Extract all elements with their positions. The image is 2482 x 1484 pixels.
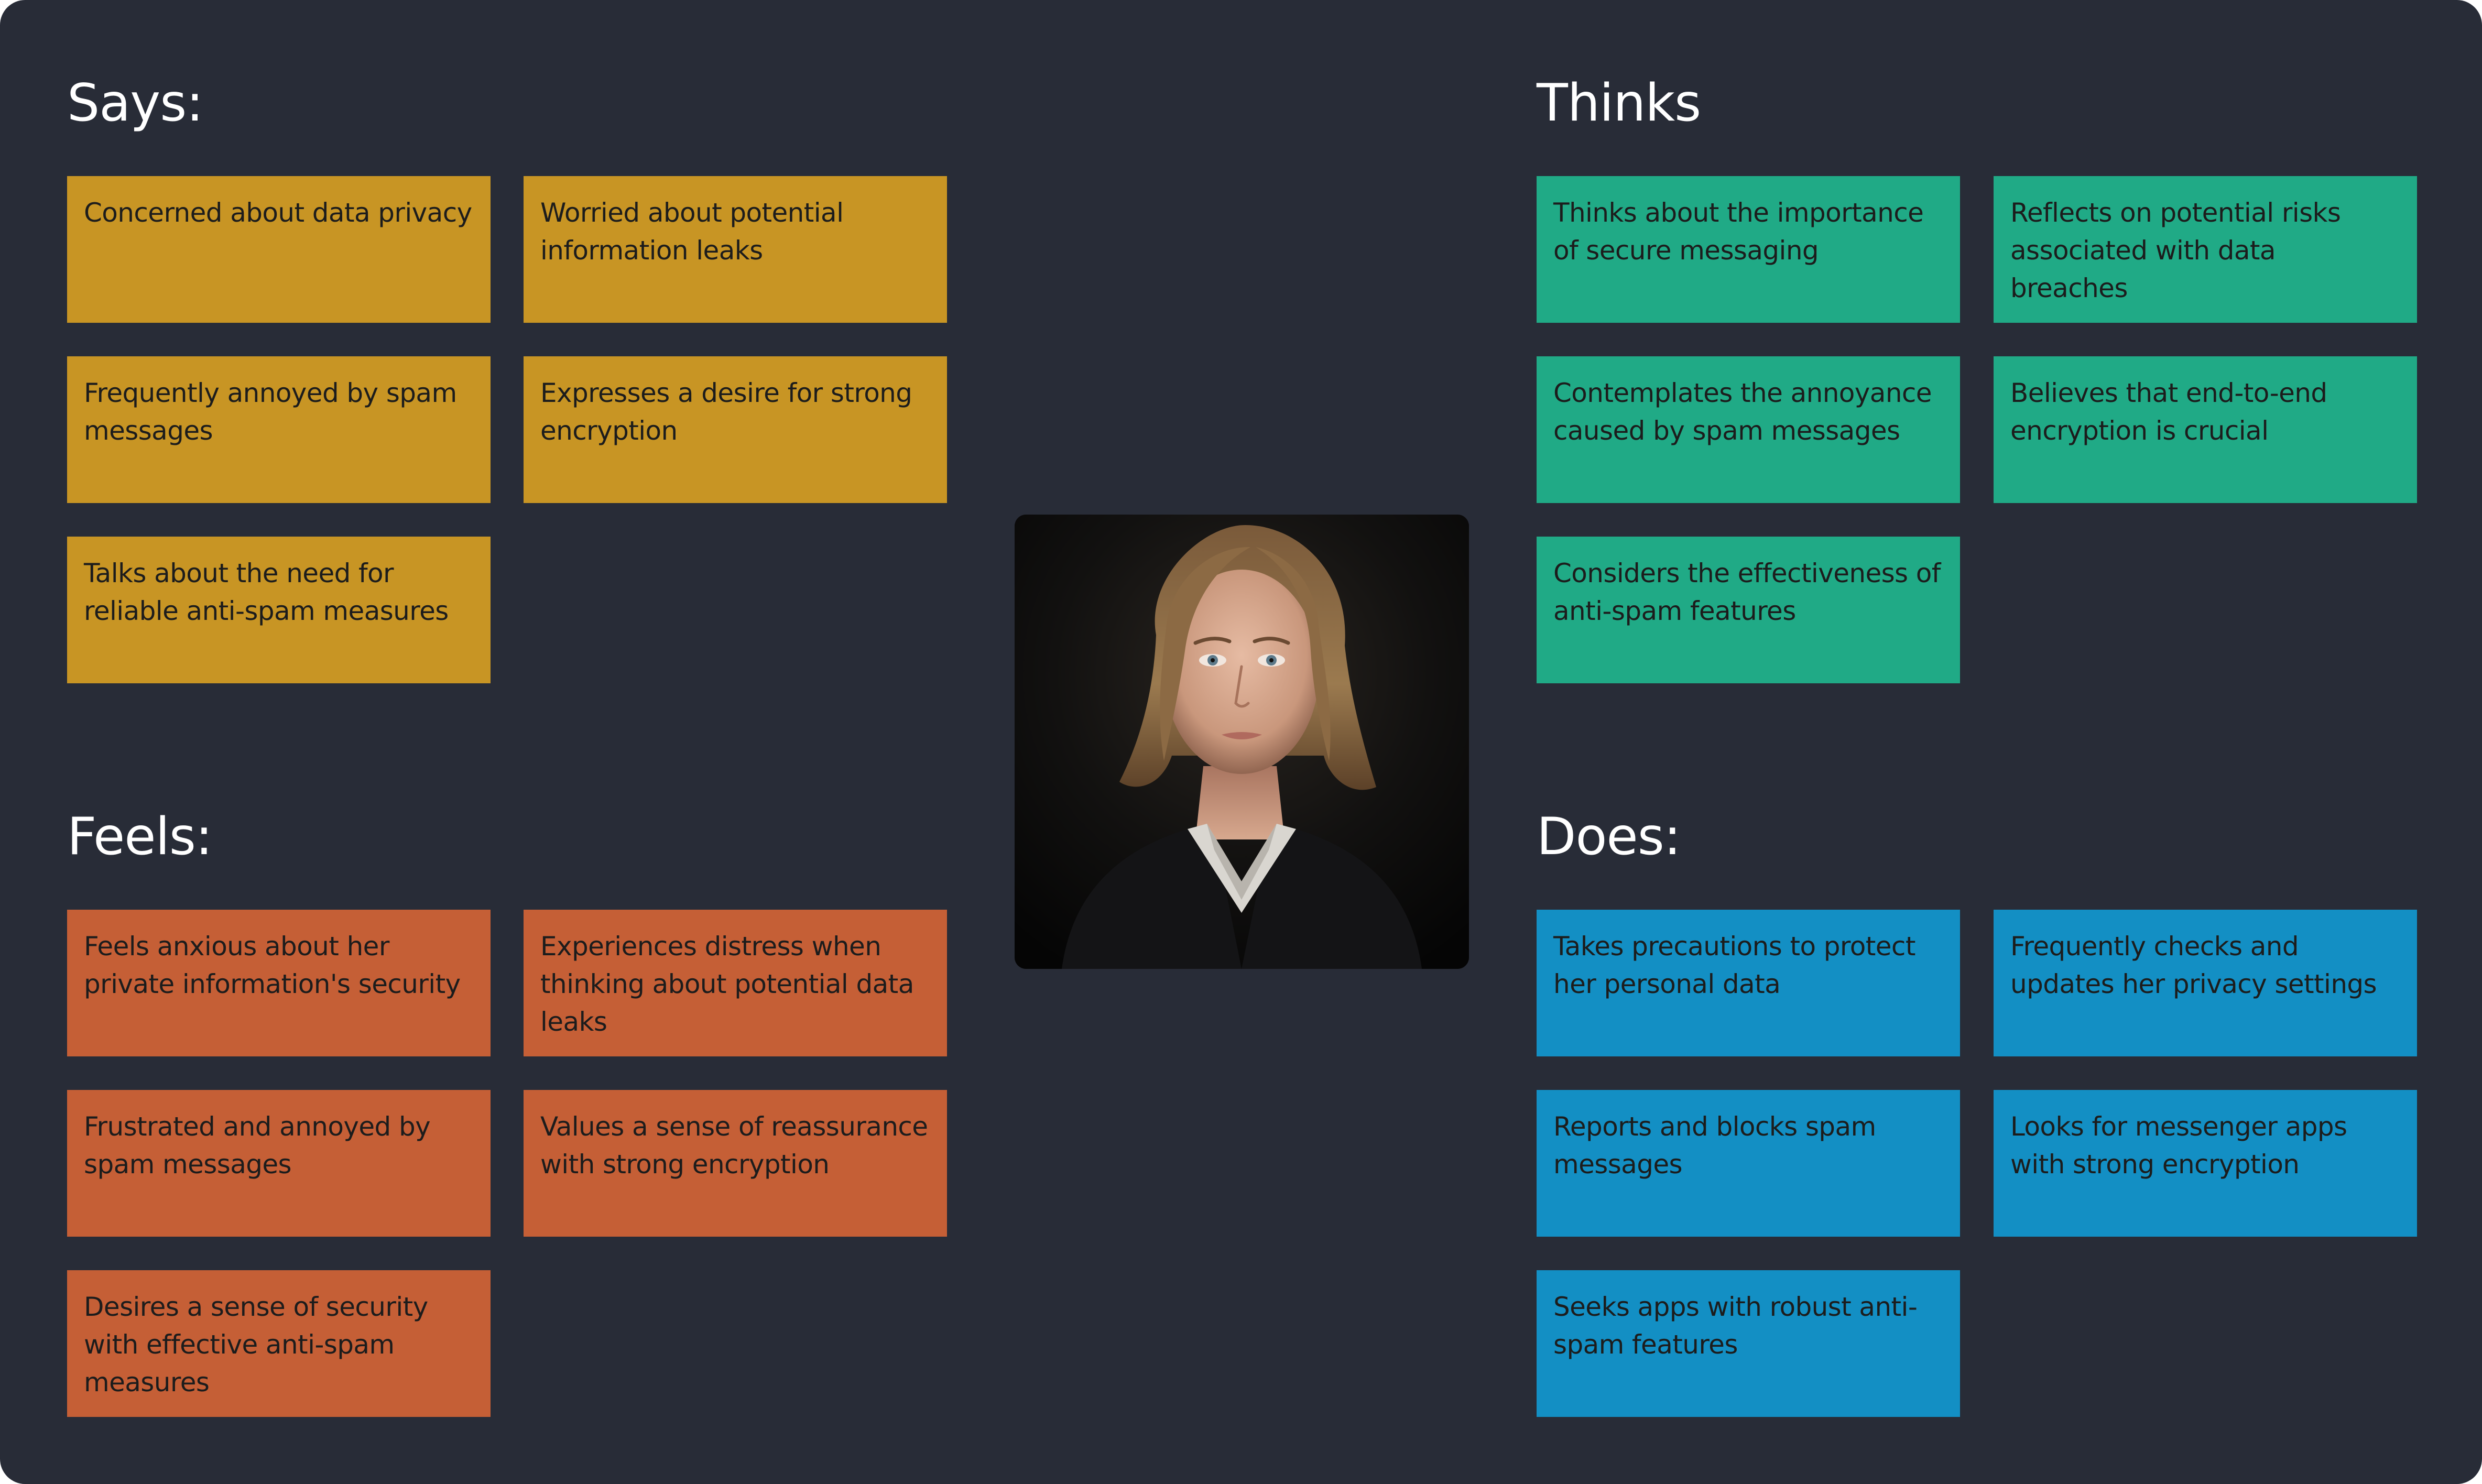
- does-note-5[interactable]: Seeks apps with robust anti-spam feature…: [1537, 1270, 1960, 1417]
- does-note-4[interactable]: Looks for messenger apps with strong enc…: [1994, 1090, 2417, 1237]
- feels-note-1[interactable]: Feels anxious about her private informat…: [67, 910, 491, 1056]
- feels-note-5[interactable]: Desires a sense of security with effecti…: [67, 1270, 491, 1417]
- thinks-note-3[interactable]: Contemplates the annoyance caused by spa…: [1537, 356, 1960, 503]
- thinks-note-2[interactable]: Reflects on potential risks associated w…: [1994, 176, 2417, 323]
- says-note-3[interactable]: Frequently annoyed by spam messages: [67, 356, 491, 503]
- thinks-note-4[interactable]: Believes that end-to-end encryption is c…: [1994, 356, 2417, 503]
- feels-note-2[interactable]: Experiences distress when thinking about…: [524, 910, 947, 1056]
- thinks-title: Thinks: [1537, 73, 1701, 133]
- says-note-2[interactable]: Worried about potential information leak…: [524, 176, 947, 323]
- says-note-4[interactable]: Expresses a desire for strong encryption: [524, 356, 947, 503]
- persona-photo-icon: [1015, 515, 1469, 969]
- thinks-note-5[interactable]: Considers the effectiveness of anti-spam…: [1537, 537, 1960, 683]
- feels-note-4[interactable]: Values a sense of reassurance with stron…: [524, 1090, 947, 1237]
- says-note-1[interactable]: Concerned about data privacy: [67, 176, 491, 323]
- thinks-note-1[interactable]: Thinks about the importance of secure me…: [1537, 176, 1960, 323]
- says-title: Says:: [67, 73, 203, 133]
- does-note-2[interactable]: Frequently checks and updates her privac…: [1994, 910, 2417, 1056]
- feels-note-3[interactable]: Frustrated and annoyed by spam messages: [67, 1090, 491, 1237]
- says-note-5[interactable]: Talks about the need for reliable anti-s…: [67, 537, 491, 683]
- does-title: Does:: [1537, 807, 1681, 867]
- does-note-3[interactable]: Reports and blocks spam messages: [1537, 1090, 1960, 1237]
- does-note-1[interactable]: Takes precautions to protect her persona…: [1537, 910, 1960, 1056]
- persona-portrait: [1015, 515, 1469, 969]
- feels-title: Feels:: [67, 807, 213, 867]
